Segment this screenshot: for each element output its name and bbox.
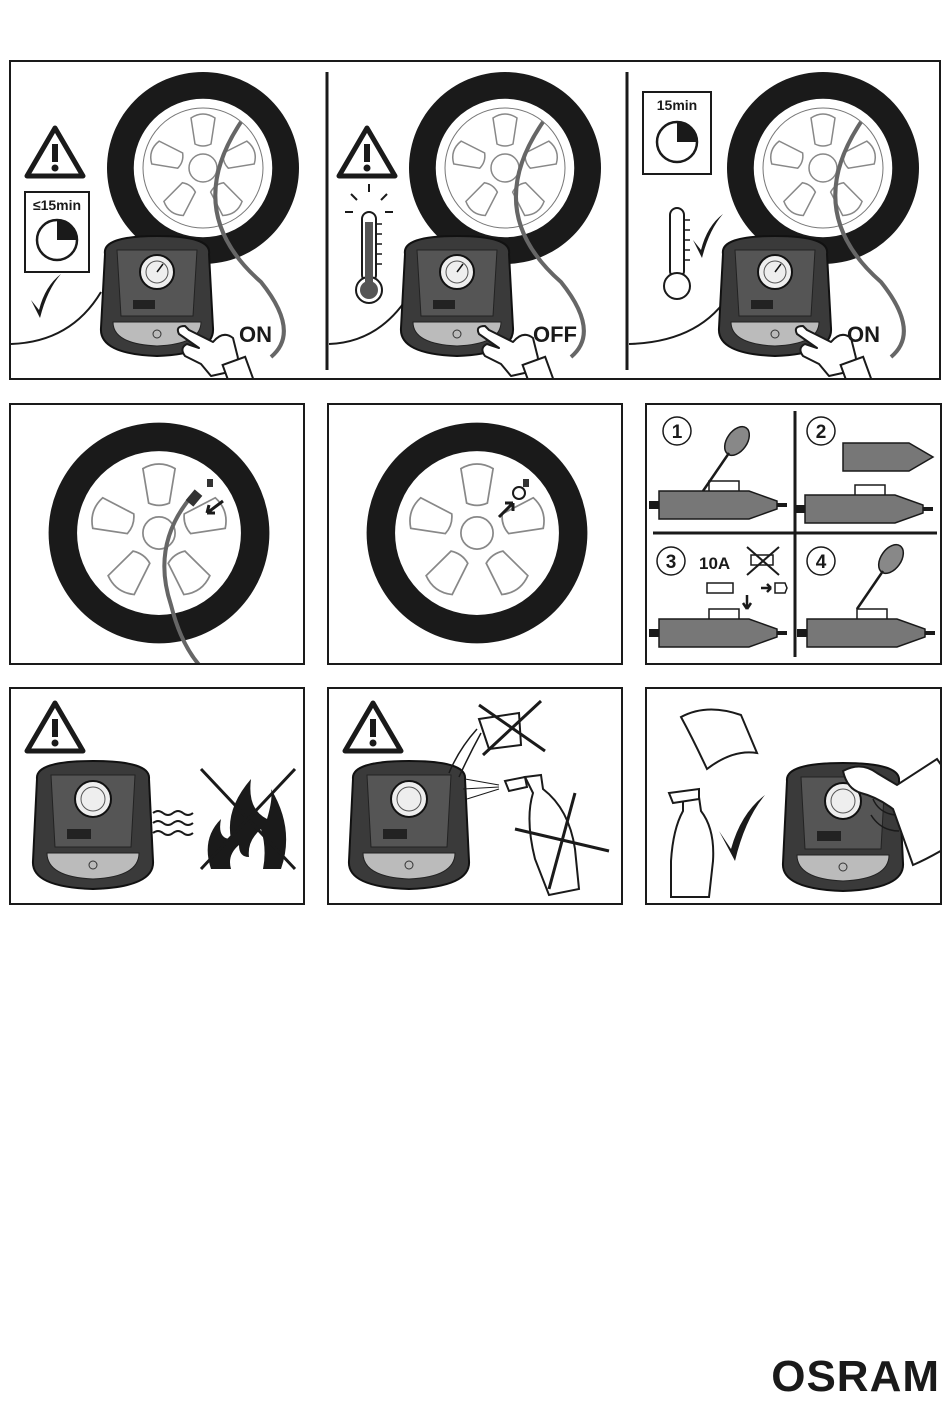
warning-triangle-icon [339, 128, 395, 176]
checkmark-icon [719, 795, 765, 861]
no-heat-panel [9, 687, 305, 905]
warning-triangle-icon [345, 703, 401, 751]
step-3-number: 3 [666, 552, 677, 573]
tire-graphic [49, 423, 270, 644]
checkmark-icon [31, 274, 61, 318]
cleaning-panel [645, 687, 942, 905]
usage-panel: ≤15min ON OFF 15min ON [9, 60, 941, 380]
timer-icon [37, 220, 77, 260]
connect-hose-panel [9, 403, 305, 665]
plug-cap [843, 443, 933, 471]
switch-on-label: ON [847, 322, 880, 347]
compressor-graphic [33, 761, 153, 889]
thermometer-hot-icon [345, 184, 393, 303]
disconnect-hose-panel [327, 403, 623, 665]
compressor-graphic [349, 761, 469, 889]
valve-cap [513, 487, 525, 499]
fuse-icon [707, 583, 787, 609]
switch-off-label: OFF [533, 322, 577, 347]
spray-bottle-icon [463, 775, 579, 895]
screwdriver-icon [857, 540, 908, 609]
power-cable [11, 292, 101, 344]
step-4-number: 4 [816, 552, 827, 573]
tire-valve [523, 479, 529, 487]
timer-icon [657, 122, 697, 162]
checkmark-icon [693, 214, 723, 258]
plug-graphic [649, 609, 787, 647]
no-liquids-panel [327, 687, 623, 905]
plug-graphic [649, 481, 787, 519]
time-label: 15min [657, 97, 697, 113]
plug-graphic [797, 609, 935, 647]
heat-waves-icon [153, 811, 193, 835]
old-fuse-crossed-icon [747, 547, 779, 575]
time-limit-label: ≤15min [33, 197, 81, 213]
tire-valve [207, 479, 213, 487]
tire-graphic [409, 72, 601, 264]
fuse-replacement-panel: 1 2 3 10A 4 [645, 403, 942, 665]
tire-graphic [107, 72, 299, 264]
thermometer-cool-icon [664, 208, 690, 299]
osram-logo: OSRAM [771, 1352, 940, 1402]
plug-graphic [795, 485, 933, 523]
step-2-number: 2 [816, 422, 827, 443]
warning-triangle-icon [27, 703, 83, 751]
tire-graphic [727, 72, 919, 264]
power-cable [629, 292, 731, 344]
tire-graphic [367, 423, 588, 644]
warning-triangle-icon [27, 128, 83, 176]
bucket-icon [449, 713, 521, 777]
step-1-number: 1 [672, 422, 683, 443]
switch-on-label: ON [239, 322, 272, 347]
fuse-rating-label: 10A [699, 554, 730, 573]
spray-bottle-icon [669, 789, 713, 897]
cloth-icon [681, 709, 757, 769]
